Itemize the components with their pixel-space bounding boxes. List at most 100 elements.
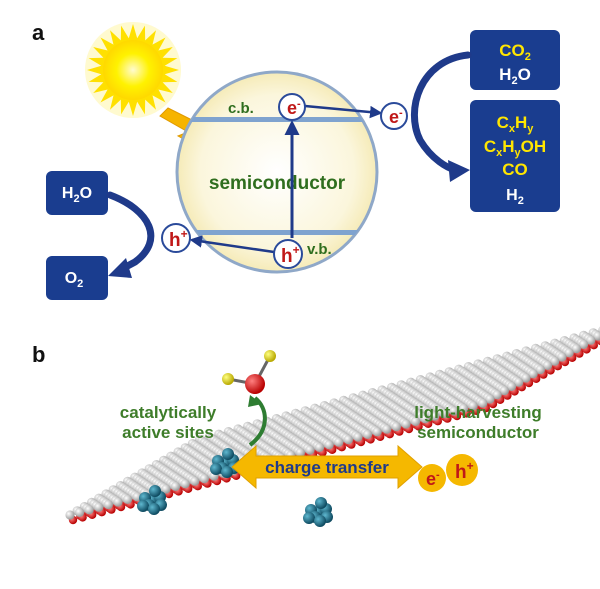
lattice-atom — [571, 344, 582, 354]
electron-transfer-arrow — [304, 104, 383, 119]
lattice-atom — [123, 494, 133, 504]
svg-text:h+: h+ — [455, 459, 474, 483]
svg-text:e-: e- — [389, 107, 403, 127]
lattice-atom — [507, 381, 517, 391]
cocatalyst-atom — [222, 448, 234, 460]
cocatalyst-atom — [210, 463, 222, 475]
hole-badge-vb: h+ — [273, 239, 303, 269]
lattice-atom — [65, 510, 75, 520]
svg-text:e-: e- — [287, 98, 301, 118]
lattice-atom — [75, 507, 85, 517]
lattice-atom — [113, 497, 123, 507]
lattice-atom — [411, 416, 421, 426]
svg-text:h+: h+ — [169, 227, 188, 251]
cocatalyst-atom — [148, 503, 160, 515]
lattice-atom — [579, 339, 589, 349]
electron-badge-cb: e- — [278, 93, 306, 121]
hole-orb: h+ — [446, 454, 478, 486]
lattice-atom — [84, 505, 94, 515]
lattice-atom — [535, 365, 546, 375]
sun-icon — [85, 22, 181, 118]
adsorbate-molecule — [222, 350, 276, 394]
svg-text:O2: O2 — [65, 270, 84, 290]
cocatalyst-atom — [303, 512, 315, 524]
lattice-atom — [499, 386, 509, 396]
lattice-atom — [492, 390, 502, 400]
cocatalyst-atom — [315, 497, 327, 509]
cocatalyst-atom — [314, 515, 326, 527]
lattice-atom — [343, 435, 353, 445]
lattice-atom — [593, 331, 600, 341]
lattice-atom — [334, 437, 344, 447]
lattice-atom — [459, 403, 469, 413]
lattice-atom — [391, 422, 401, 432]
lattice-atom — [372, 427, 382, 437]
lattice-atom — [586, 335, 596, 345]
lattice-atom — [382, 424, 392, 434]
lattice-atom — [94, 502, 104, 512]
svg-text:h+: h+ — [281, 243, 300, 267]
cocatalyst-cluster-2 — [137, 485, 167, 515]
lattice-atom — [468, 401, 478, 411]
svg-text:e-: e- — [426, 469, 440, 489]
hole-badge-out: h+ — [161, 223, 191, 253]
semiconductor-label-line1: light-harvesting — [414, 403, 542, 422]
lattice-atom — [305, 445, 315, 455]
lattice-atom — [190, 476, 200, 486]
water-reactant-box: H2O — [46, 171, 108, 215]
desorption-arrow — [248, 396, 267, 447]
svg-text:H2O: H2O — [499, 65, 531, 87]
lattice-atom — [353, 432, 363, 442]
lattice-atom — [401, 419, 411, 429]
cocatalyst-atom — [149, 485, 161, 497]
panel-b-letter: b — [32, 342, 46, 367]
lattice-atom — [528, 369, 538, 379]
lattice-atom — [315, 442, 325, 452]
lattice-atom — [564, 348, 574, 358]
svg-text:charge transfer: charge transfer — [265, 458, 389, 477]
oxidation-arrow — [106, 191, 155, 274]
lattice-atom — [439, 409, 449, 419]
semiconductor-lattice — [65, 326, 600, 525]
active-sites-label-line1: catalytically — [120, 403, 217, 422]
svg-text:CO: CO — [502, 160, 528, 179]
cocatalyst-atom — [221, 466, 233, 478]
svg-text:H2: H2 — [506, 187, 524, 207]
lattice-atom — [420, 414, 430, 424]
lattice-atom — [161, 484, 171, 494]
svg-text:CxHy: CxHy — [497, 113, 535, 135]
lattice-atom — [543, 360, 553, 370]
reduction-reactants-box: CO2 H2O — [470, 30, 560, 90]
charge-transfer-arrow: charge transfer — [231, 444, 423, 490]
svg-text:CO2: CO2 — [499, 41, 531, 63]
lattice-atom — [295, 448, 305, 458]
hole-transfer-arrow — [189, 235, 275, 254]
svg-text:CxHyOH: CxHyOH — [484, 137, 546, 159]
lattice-atom — [324, 440, 334, 450]
panel-a-letter: a — [32, 20, 45, 45]
lattice-atom — [550, 356, 560, 366]
conduction-band-label: c.b. — [228, 100, 254, 117]
lattice-atom — [363, 429, 373, 439]
reduction-products-box: CxHy CxHyOH CO H2 — [470, 100, 560, 212]
lattice-atom — [514, 377, 524, 387]
lattice-atom — [180, 479, 190, 489]
electron-badge-out: e- — [380, 102, 408, 130]
svg-text:H2O: H2O — [62, 185, 92, 205]
lattice-atom — [557, 352, 567, 362]
lattice-atom — [430, 411, 440, 421]
active-sites-label-line2: active sites — [122, 423, 214, 442]
cocatalyst-atom — [137, 500, 149, 512]
oxygen-product-box: O2 — [46, 256, 108, 300]
semiconductor-label: semiconductor — [209, 173, 346, 194]
lattice-atom — [485, 394, 495, 404]
lattice-atom — [199, 474, 209, 484]
electron-orb: e- — [418, 464, 446, 492]
lattice-atom — [103, 500, 113, 510]
valence-band-label: v.b. — [307, 241, 332, 258]
semiconductor-circle — [175, 70, 379, 274]
semiconductor-label-line2: semiconductor — [417, 423, 539, 442]
reduction-arrow — [410, 51, 472, 174]
cocatalyst-cluster-3 — [303, 497, 333, 527]
